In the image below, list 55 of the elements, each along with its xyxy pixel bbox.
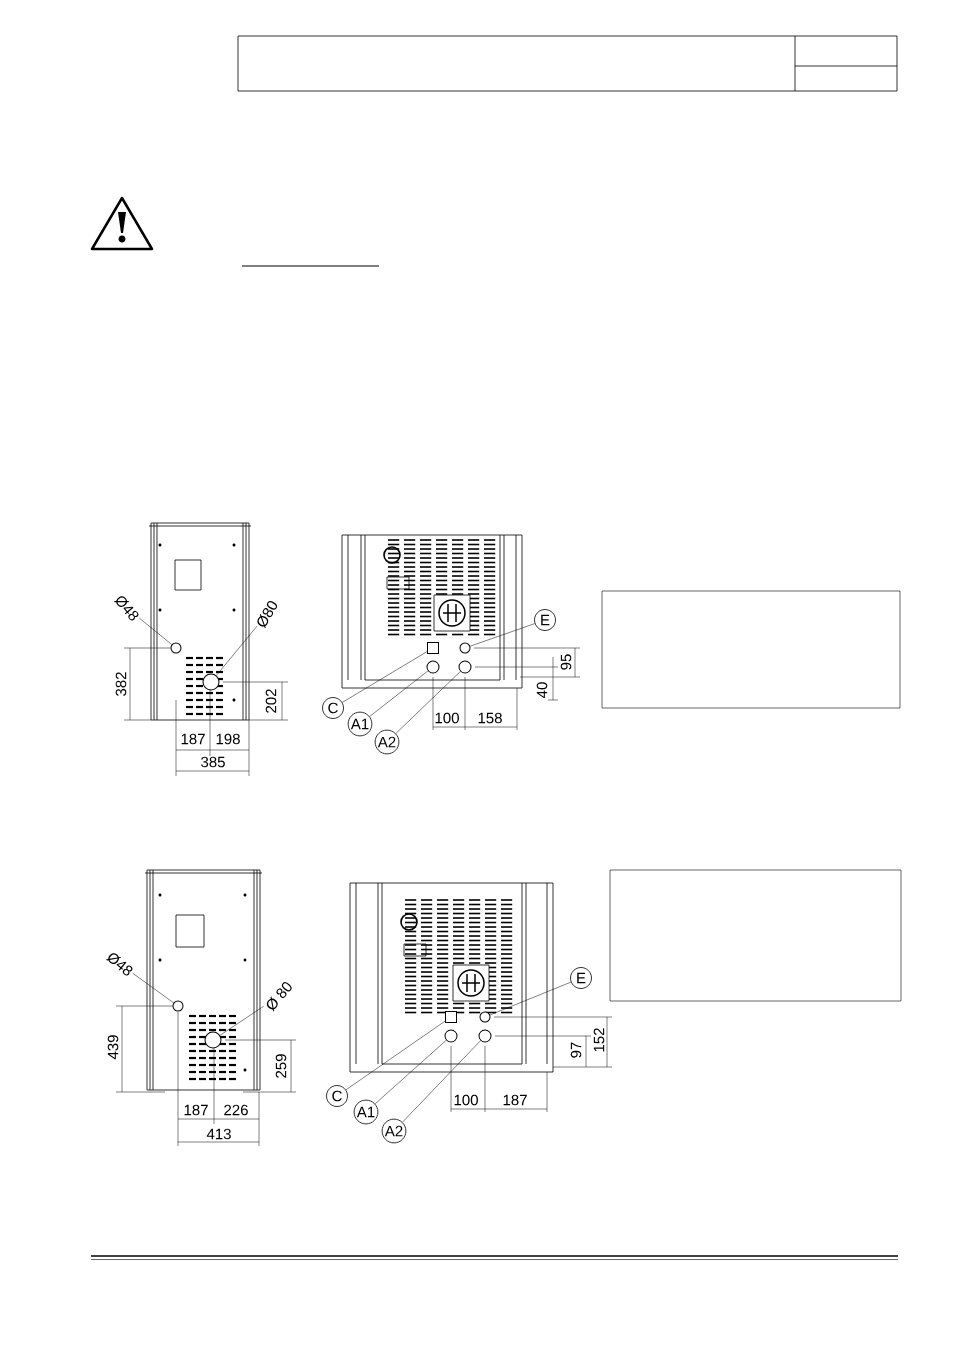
dimension-label: 259: [275, 1054, 287, 1078]
pipe-fitting: [204, 1031, 222, 1049]
text-panel: [609, 869, 902, 1002]
callout-label: A2: [381, 1118, 407, 1144]
leader-line: [132, 972, 174, 1004]
dimension-label: 158: [478, 712, 502, 724]
leader-line: [395, 671, 461, 734]
callout-label: E: [534, 609, 556, 631]
pipe-fitting: [202, 673, 220, 691]
leader-line: [342, 651, 428, 703]
leader-line: [402, 1040, 481, 1123]
leader-line: [216, 625, 258, 676]
socket: [427, 642, 439, 654]
dimension-label: 100: [454, 1094, 478, 1106]
dimension-label: 439: [107, 1035, 119, 1060]
leader-line: [374, 1040, 447, 1105]
dimension-label: 100: [435, 712, 459, 724]
callout-label: A2: [374, 729, 400, 755]
dimension-label: 40: [536, 682, 548, 698]
dimension-label: 97: [570, 1042, 582, 1058]
pipe-fitting: [458, 660, 472, 674]
callout-label: A1: [353, 1099, 379, 1125]
leader-line: [489, 981, 572, 1016]
callout-label: E: [570, 967, 592, 989]
pipe-fitting: [170, 642, 182, 654]
dimension-label: 382: [115, 672, 127, 696]
callout-label: A1: [347, 711, 373, 737]
dimension-label: 198: [216, 733, 240, 745]
callout-label: C: [322, 697, 344, 719]
diameter-label: Ø48: [105, 953, 133, 976]
dimension-label: 385: [201, 756, 225, 768]
dimension-label: 187: [503, 1094, 527, 1106]
pipe-fitting: [478, 1029, 492, 1043]
dimension-label: 152: [593, 1028, 605, 1052]
dimension-label: 187: [184, 1104, 208, 1116]
dimension-label: 413: [206, 1128, 231, 1140]
pipe-fitting: [444, 1029, 458, 1043]
pipe-fitting: [426, 660, 440, 674]
callout-label: C: [326, 1085, 348, 1107]
text-panel: [601, 590, 901, 709]
leader-line: [139, 617, 172, 645]
pipe-fitting: [459, 642, 471, 654]
diameter-label: Ø 80: [266, 982, 292, 1012]
pipe-fitting: [172, 1000, 184, 1012]
dimension-label: 202: [265, 689, 277, 713]
diameter-label: Ø48: [113, 596, 139, 621]
dimension-label: 226: [224, 1104, 248, 1116]
pipe-fitting: [479, 1011, 491, 1023]
leader-line: [469, 623, 535, 647]
leader-line: [369, 670, 429, 717]
leader-line: [219, 1005, 264, 1036]
dimension-label: 95: [560, 654, 572, 670]
socket: [445, 1011, 457, 1023]
leader-line: [345, 1020, 446, 1091]
dimension-label: 187: [181, 733, 205, 745]
